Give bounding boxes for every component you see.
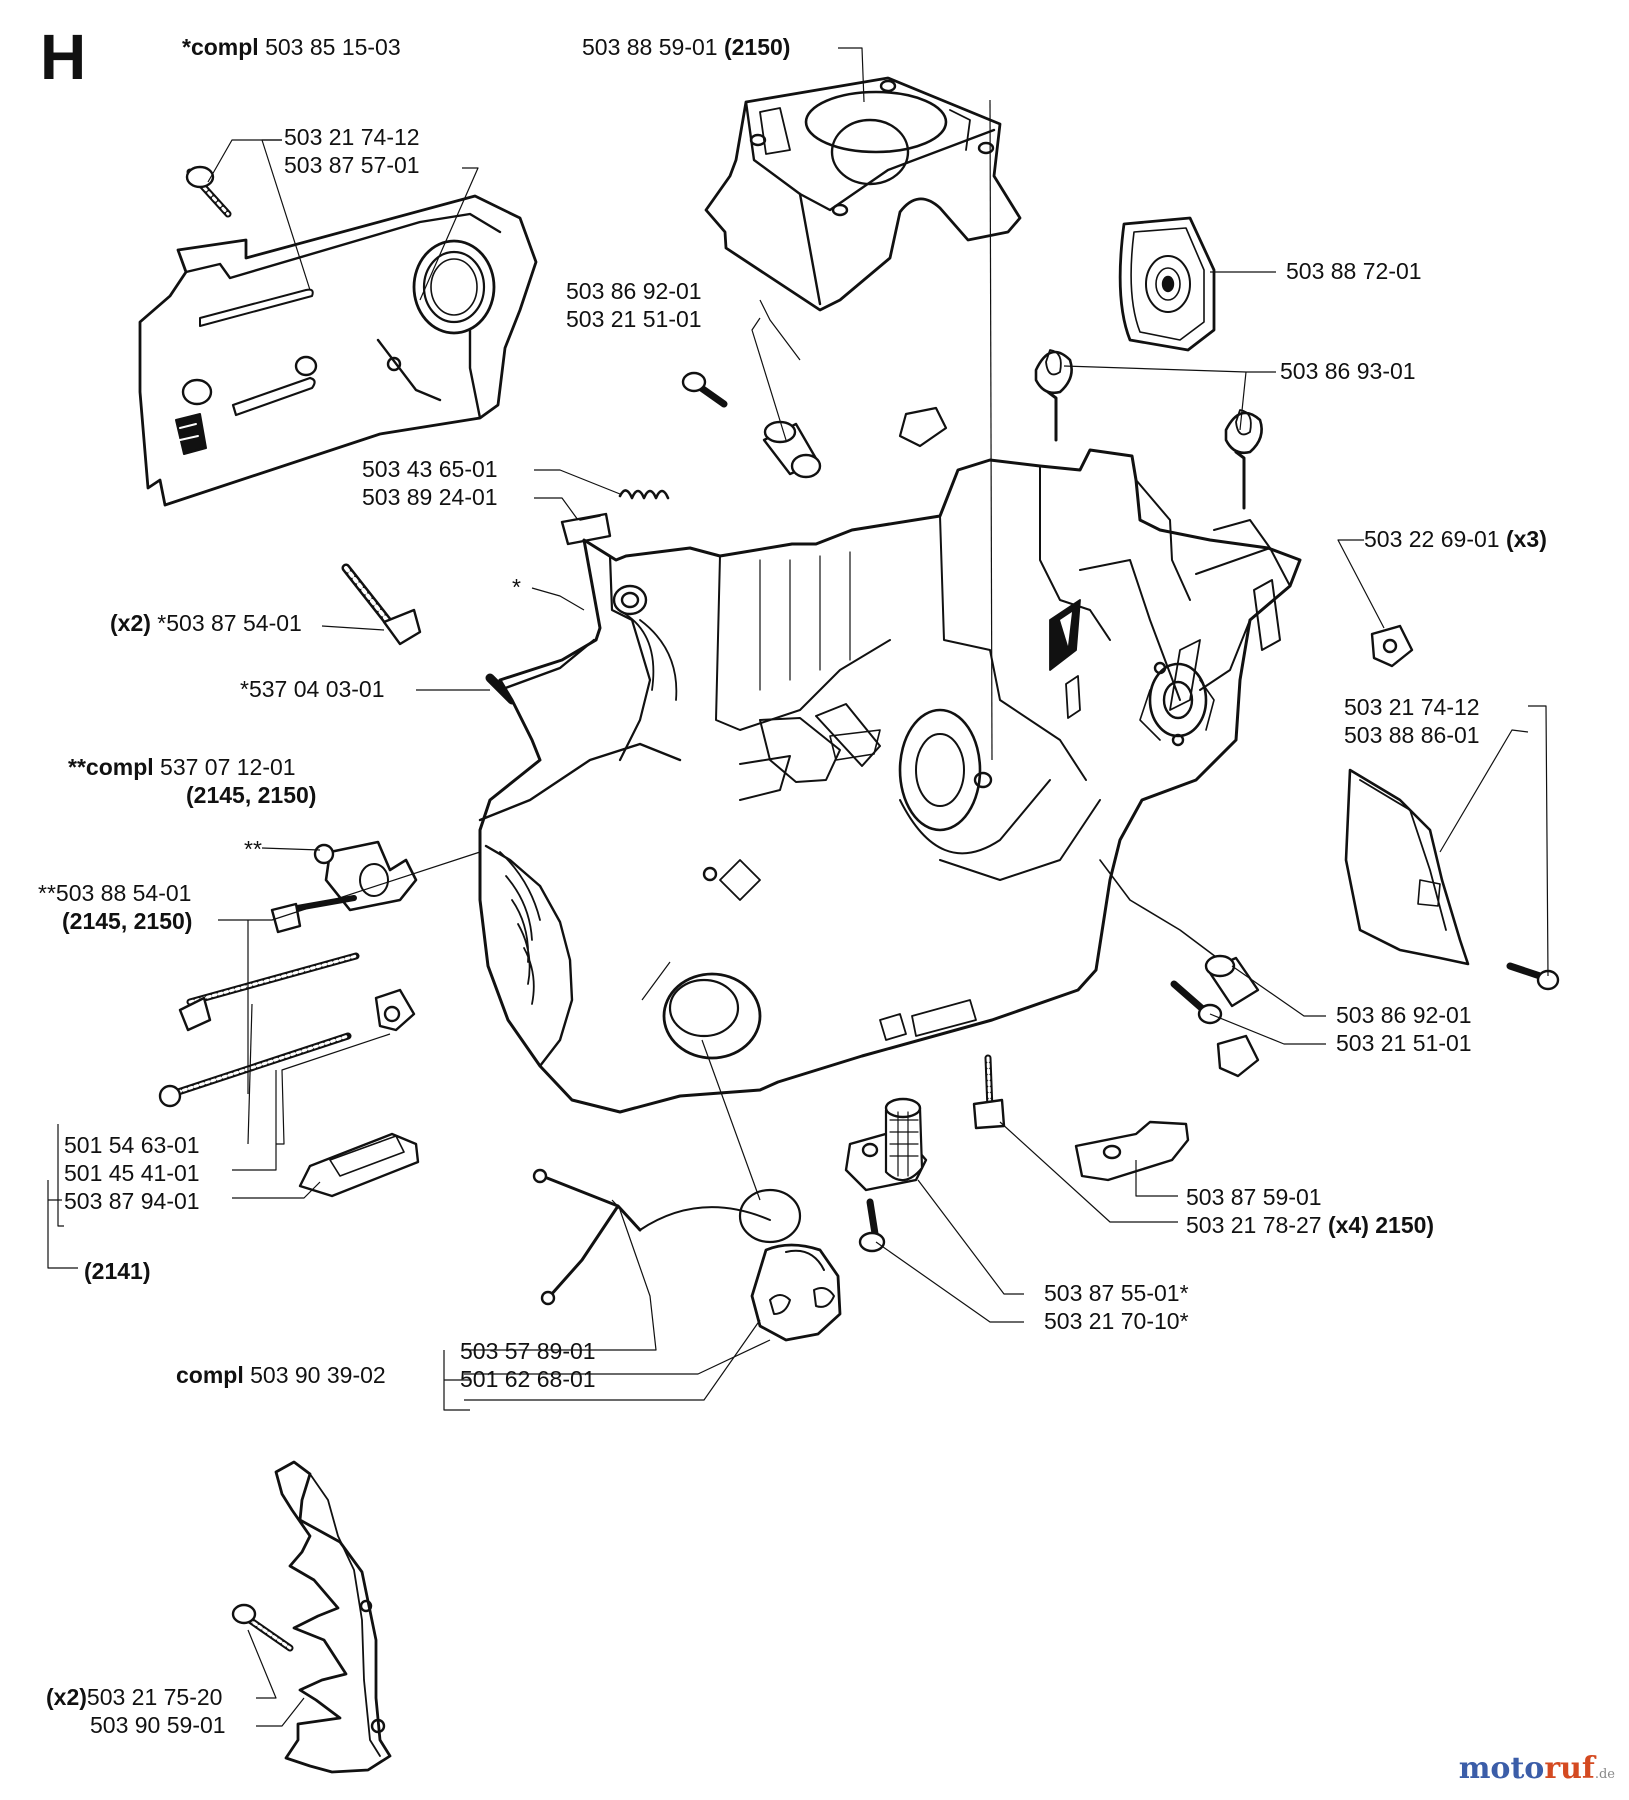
label-503-21-74-12-right: 503 21 74-12 bbox=[1344, 694, 1480, 720]
label-503-90-59-01: 503 90 59-01 bbox=[90, 1712, 226, 1738]
adjuster-pin-part bbox=[158, 988, 416, 1108]
label-503-88-59-01: 503 88 59-01 (2150) bbox=[582, 34, 791, 60]
label-503-87-54-01: (x2) *503 87 54-01 bbox=[110, 610, 302, 636]
label-501-45-41-01: 501 45 41-01 bbox=[64, 1160, 200, 1186]
bushing-part bbox=[681, 371, 822, 479]
tank-opening bbox=[662, 972, 762, 1060]
label-503-21-74-12-top: 503 21 74-12 bbox=[284, 124, 420, 150]
label-503-21-51-01-top: 503 21 51-01 bbox=[566, 306, 702, 332]
bracket-part bbox=[1074, 1120, 1190, 1182]
label-503-86-92-01-top: 503 86 92-01 bbox=[566, 278, 702, 304]
bottom-screws-part bbox=[858, 1054, 1006, 1253]
label-503-21-70-10: 503 21 70-10* bbox=[1044, 1308, 1189, 1334]
label-503-57-89-01: 503 57 89-01 bbox=[460, 1338, 596, 1364]
crankcase-part bbox=[478, 448, 1302, 1114]
label-503-88-72-01: 503 88 72-01 bbox=[1286, 258, 1422, 284]
label-503-87-59-01: 503 87 59-01 bbox=[1186, 1184, 1322, 1210]
spacer-part bbox=[298, 1132, 420, 1198]
label-503-87-57-01: 503 87 57-01 bbox=[284, 152, 420, 178]
label-503-22-69-01: 503 22 69-01 (x3) bbox=[1364, 526, 1547, 552]
bushing-right-part bbox=[1170, 954, 1260, 1078]
leader-lines bbox=[47, 47, 1549, 1727]
label-503-21-78-27: 503 21 78-27 (x4) 2150) bbox=[1186, 1212, 1435, 1238]
oil-strainer-part bbox=[844, 1097, 928, 1192]
label-compl-503-90-39-02: compl 503 90 39-02 bbox=[176, 1362, 386, 1388]
filter-seal-part bbox=[1118, 216, 1216, 352]
fuel-cap-part bbox=[532, 1168, 842, 1342]
label-503-89-24-01: 503 89 24-01 bbox=[362, 484, 498, 510]
label-2145-2150-a: (2145, 2150) bbox=[186, 782, 317, 808]
label-503-88-54-01: **503 88 54-01 bbox=[38, 880, 192, 906]
label-503-88-86-01: 503 88 86-01 bbox=[1344, 722, 1480, 748]
label-503-43-65-01: 503 43 65-01 bbox=[362, 456, 498, 482]
side-plate-part bbox=[1344, 768, 1560, 991]
label-503-87-55-01: 503 87 55-01* bbox=[1044, 1280, 1189, 1306]
label-503-87-94-01: 503 87 94-01 bbox=[64, 1188, 200, 1214]
damper-part bbox=[1034, 349, 1263, 510]
spring-part bbox=[560, 489, 670, 546]
label-503-86-93-01: 503 86 93-01 bbox=[1280, 358, 1416, 384]
clip-part bbox=[898, 406, 948, 448]
label-503-21-75-20: (x2)503 21 75-20 bbox=[46, 1684, 223, 1710]
label-503-21-51-01-right: 503 21 51-01 bbox=[1336, 1030, 1472, 1056]
screw-part bbox=[185, 165, 232, 218]
label-compl-503-85-15-03: *compl 503 85 15-03 bbox=[182, 34, 401, 60]
label-501-62-68-01: 501 62 68-01 bbox=[460, 1366, 596, 1392]
label-asterisk: * bbox=[512, 574, 521, 600]
label-2145-2150-b: (2145, 2150) bbox=[62, 908, 193, 934]
label-503-86-92-01-right: 503 86 92-01 bbox=[1336, 1002, 1472, 1028]
watermark-logo: motoruf.de bbox=[1458, 1751, 1615, 1786]
clip-right-part bbox=[1370, 624, 1414, 668]
clutch-cover-part bbox=[138, 194, 538, 507]
adjuster-screw-part bbox=[178, 952, 360, 1032]
section-letter: H bbox=[40, 21, 87, 93]
label-2141: (2141) bbox=[84, 1258, 151, 1284]
label-compl-537-07-12-01: **compl 537 07 12-01 bbox=[68, 754, 296, 780]
chain-tensioner-part bbox=[270, 840, 418, 934]
label-double-asterisk: ** bbox=[244, 836, 262, 862]
label-501-54-63-01: 501 54 63-01 bbox=[64, 1132, 200, 1158]
label-537-04-03-01: *537 04 03-01 bbox=[240, 676, 385, 702]
cylinder-shroud-part bbox=[704, 76, 1022, 312]
bumper-spike-part bbox=[231, 1460, 392, 1774]
